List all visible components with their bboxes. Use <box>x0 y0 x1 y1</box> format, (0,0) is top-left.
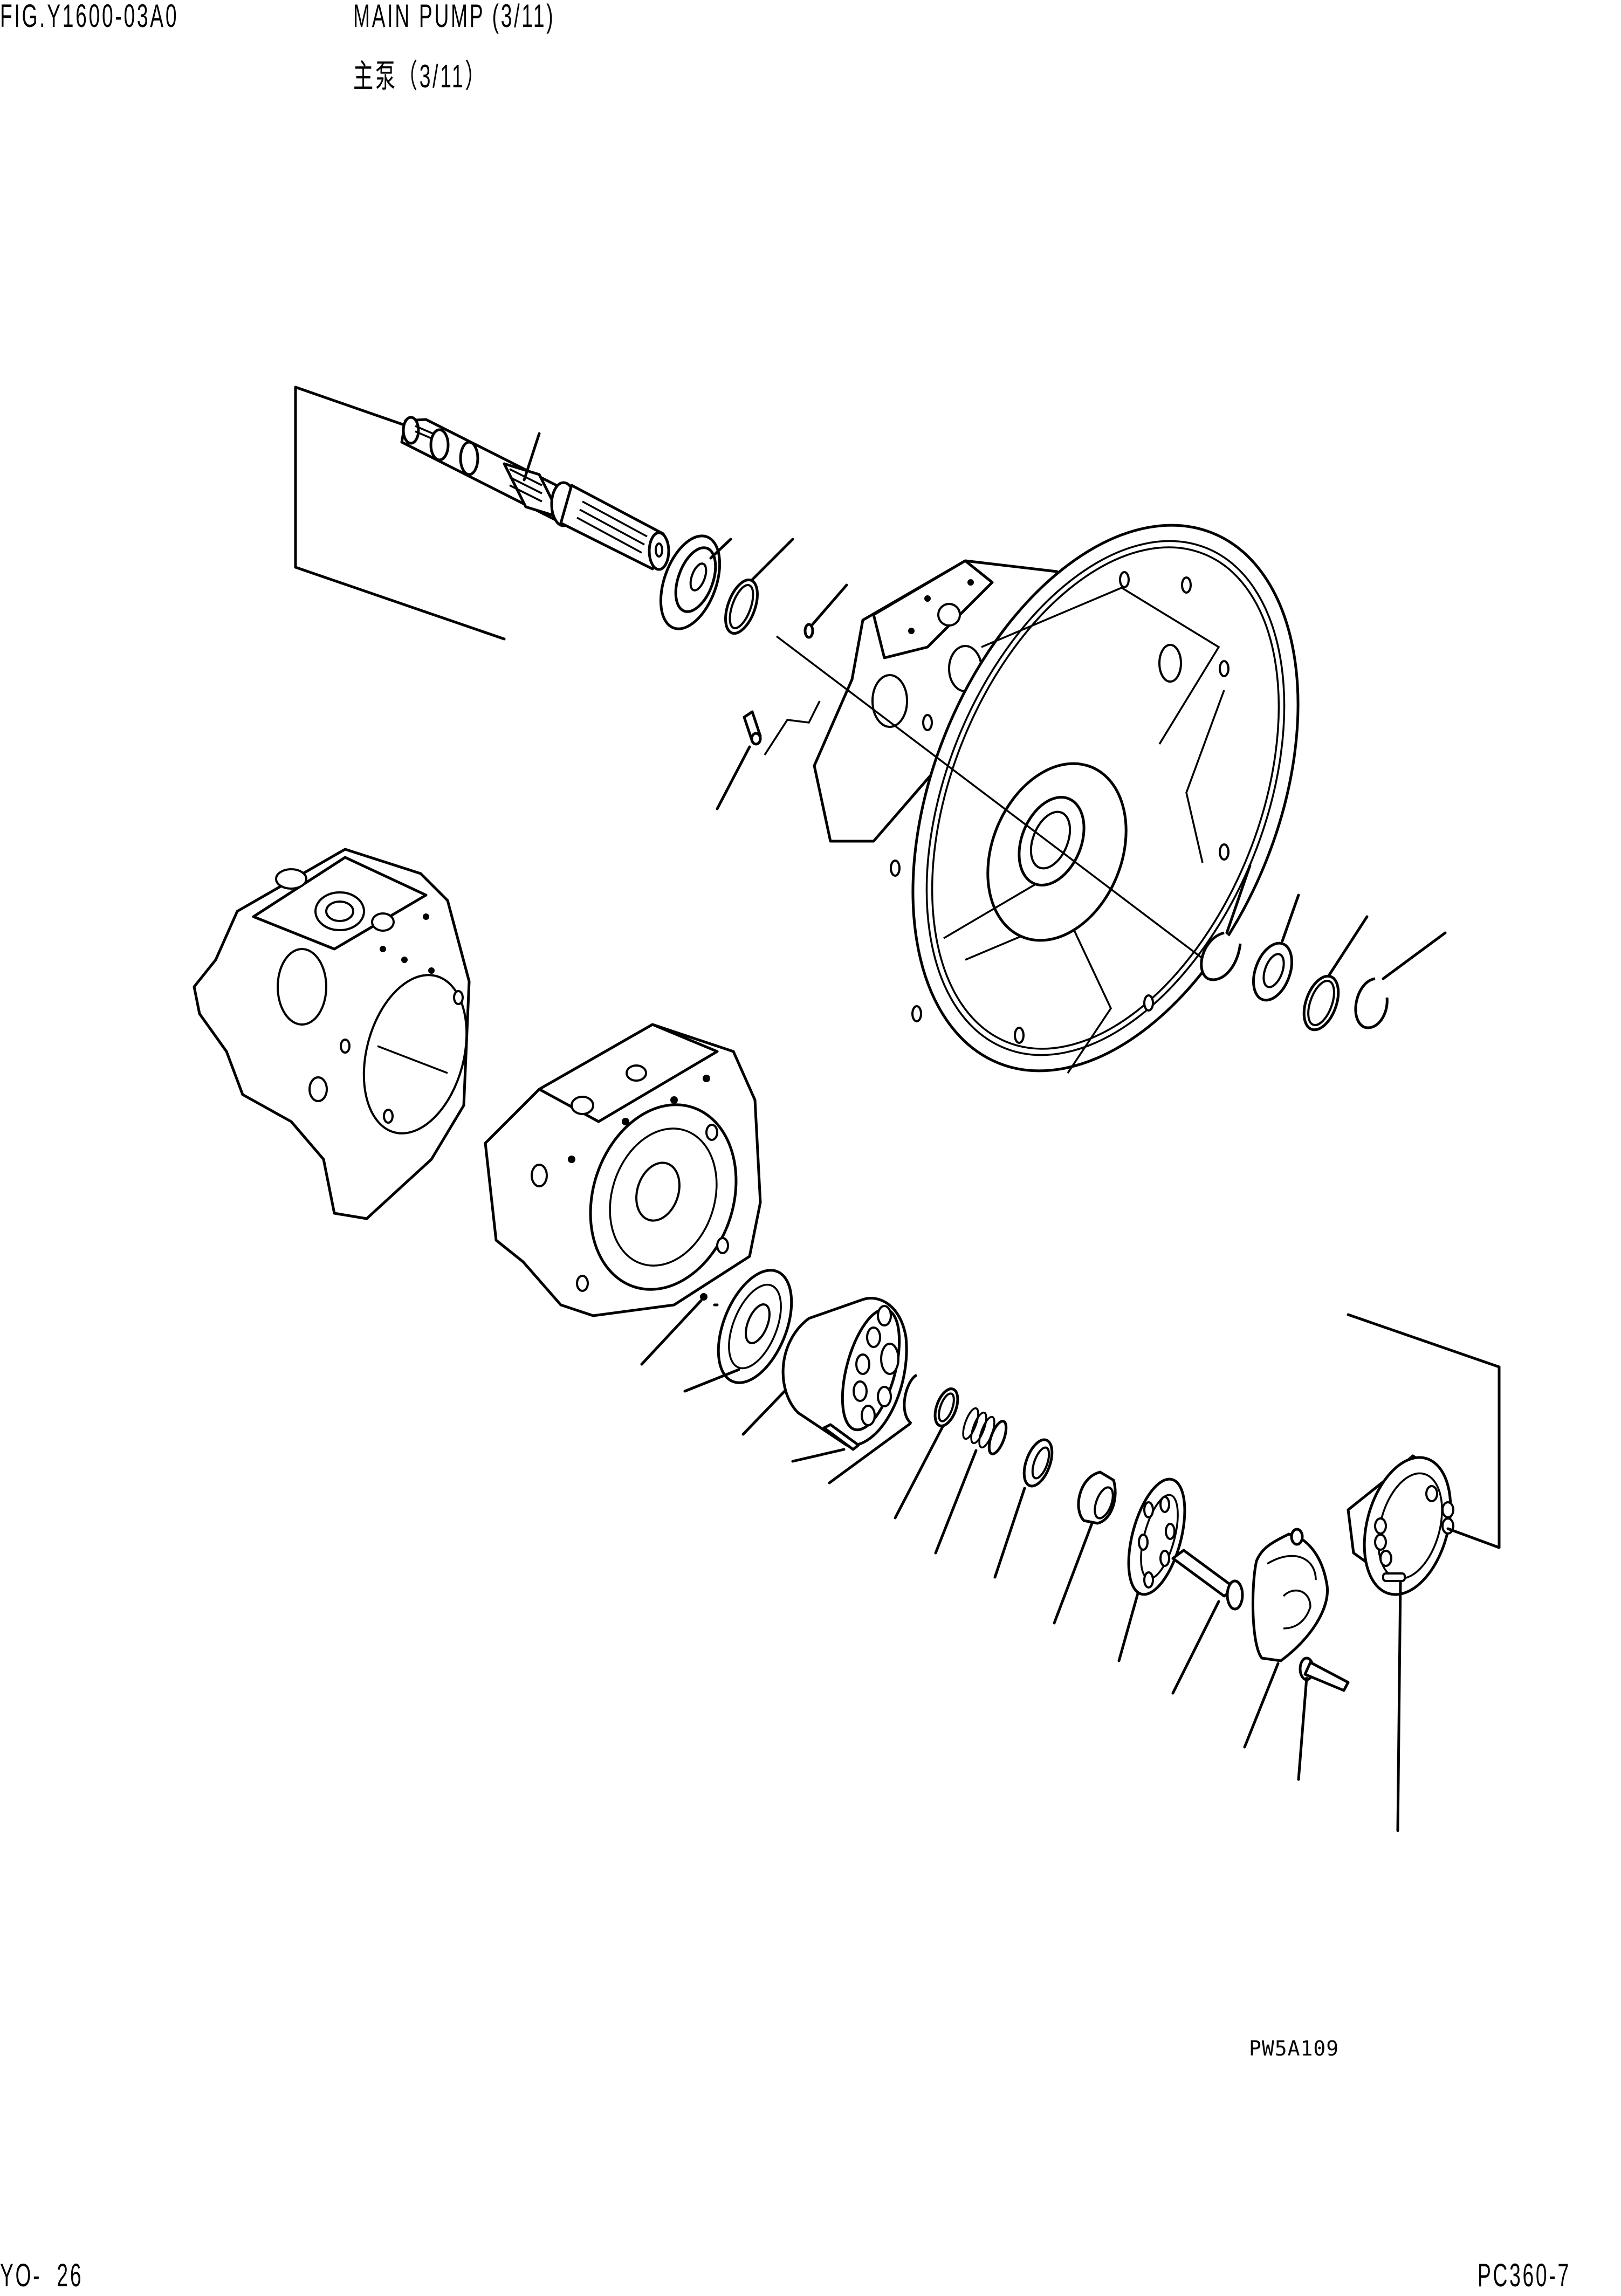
valve-plate-icon <box>685 1260 806 1393</box>
cylinder-block-icon <box>743 1298 910 1446</box>
swash-plate-icon <box>1245 1529 1328 1747</box>
page-number: YO- 26 <box>0 2257 84 2293</box>
bracket-lower-right <box>1348 1315 1499 1548</box>
shoe-plate-icon <box>1348 1448 1465 1831</box>
piston-shoe-icon <box>1173 1550 1242 1693</box>
spherical-bushing-icon <box>1054 1472 1116 1623</box>
pump-case-flange-icon <box>777 469 1372 1128</box>
end-cap-housing-icon <box>194 849 483 1219</box>
pump-housing-icon <box>485 1025 760 1316</box>
drive-shaft-icon <box>402 417 669 569</box>
washer-icon <box>895 1386 962 1518</box>
spacer-ring-icon <box>1297 917 1367 1034</box>
snap-ring-icon <box>719 539 793 637</box>
bearing-icon <box>649 528 731 637</box>
dowel-pin-icon <box>717 701 820 809</box>
bolt-icon <box>1299 1658 1348 1779</box>
machine-model: PC360-7 <box>1478 2257 1571 2293</box>
snap-ring-outer-icon <box>1356 933 1445 1028</box>
page-title-english: MAIN PUMP (3/11) <box>353 0 555 34</box>
illustration-code: PW5A109 <box>1249 2037 1340 2060</box>
pin-icon <box>642 1293 708 1364</box>
plug-icon <box>805 585 847 637</box>
retaining-ring-icon <box>1201 865 1250 980</box>
oil-seal-icon <box>1246 895 1299 1006</box>
bracket-upper-left <box>296 387 504 639</box>
page-title-chinese: 主泵（3/11） <box>353 58 487 94</box>
seat-icon <box>995 1436 1057 1577</box>
snap-ring-2-icon <box>829 1375 917 1483</box>
figure-number: FIG.Y1600-03A0 <box>0 0 179 34</box>
pin-2-icon <box>793 1425 858 1461</box>
spring-icon <box>936 1406 1009 1553</box>
retainer-plate-icon <box>1118 1473 1196 1661</box>
